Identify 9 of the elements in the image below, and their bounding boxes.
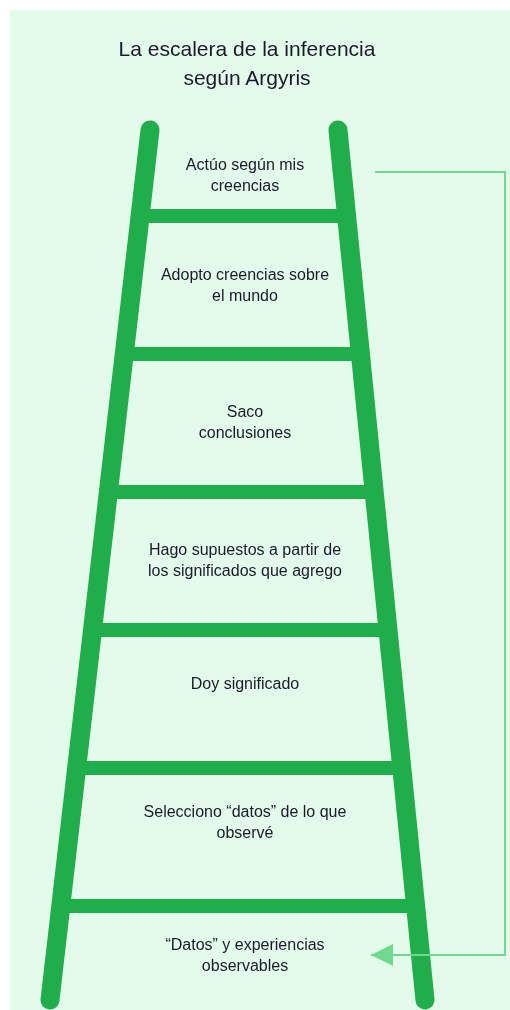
step-label: Doy significado (190, 673, 300, 694)
feedback-arrow (370, 171, 506, 966)
title: La escalera de la inferencia según Argyris (117, 36, 377, 91)
step-label: Selecciono “datos” de lo que observé (142, 802, 348, 843)
step-label: Actúo según mis creencias (184, 155, 306, 196)
step-label: Hago supuestos a partir de los significados que agrego (147, 540, 343, 581)
step-label: Adopto creencias sobre el mundo (160, 265, 330, 306)
step-label: Saco conclusiones (197, 402, 293, 443)
step-label: “Datos” y experiencias observables (164, 935, 326, 976)
